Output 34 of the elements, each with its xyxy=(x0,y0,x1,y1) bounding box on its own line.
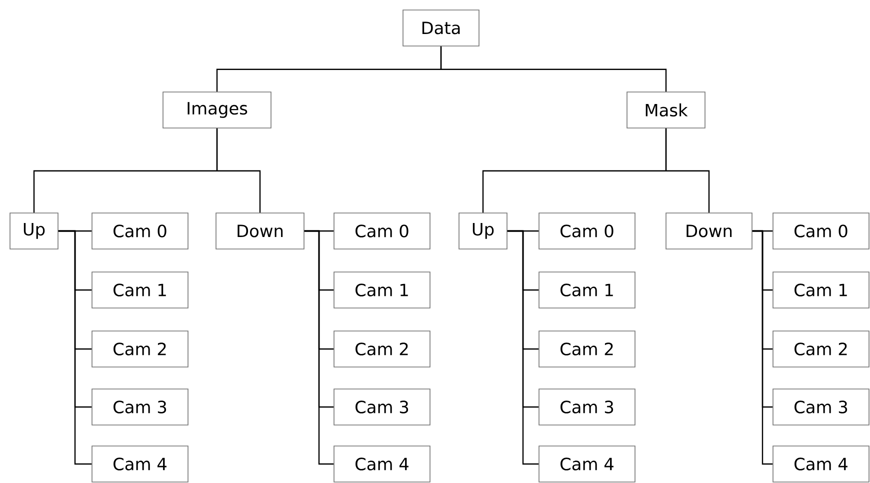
camera-box: Cam 3 xyxy=(334,388,430,426)
camera-box: Cam 4 xyxy=(334,446,430,482)
camera-box: Cam 2 xyxy=(92,330,188,368)
camera-box: Cam 3 xyxy=(92,388,188,426)
folder-box: Up xyxy=(458,212,508,250)
camera-box: Cam 4 xyxy=(538,446,636,482)
camera-box: Cam 0 xyxy=(334,212,430,250)
camera-box: Cam 0 xyxy=(772,212,870,250)
root-box: Data xyxy=(402,10,480,46)
camera-box: Cam 4 xyxy=(772,446,870,482)
camera-box: Cam 4 xyxy=(92,446,188,482)
camera-box: Cam 1 xyxy=(334,272,430,308)
camera-box: Cam 1 xyxy=(538,272,636,308)
connector-line xyxy=(216,128,261,213)
connector-line xyxy=(304,230,334,465)
folder-box: Down xyxy=(216,212,304,250)
folder-box: Down xyxy=(666,212,752,250)
camera-box: Cam 3 xyxy=(772,388,870,426)
connector-line xyxy=(58,230,92,465)
category-box: Images xyxy=(162,92,272,128)
connector-line xyxy=(752,230,773,465)
camera-box: Cam 1 xyxy=(92,272,188,308)
camera-box: Cam 1 xyxy=(772,272,870,308)
camera-box: Cam 2 xyxy=(538,330,636,368)
folder-box: Up xyxy=(10,212,58,250)
camera-box: Cam 2 xyxy=(772,330,870,368)
camera-box: Cam 0 xyxy=(538,212,636,250)
category-box: Mask xyxy=(626,92,706,128)
camera-box: Cam 2 xyxy=(334,330,430,368)
connector-line xyxy=(665,128,710,213)
connector-line xyxy=(507,230,539,465)
camera-box: Cam 0 xyxy=(92,212,188,250)
camera-box: Cam 3 xyxy=(538,388,636,426)
connector-line xyxy=(440,46,667,92)
